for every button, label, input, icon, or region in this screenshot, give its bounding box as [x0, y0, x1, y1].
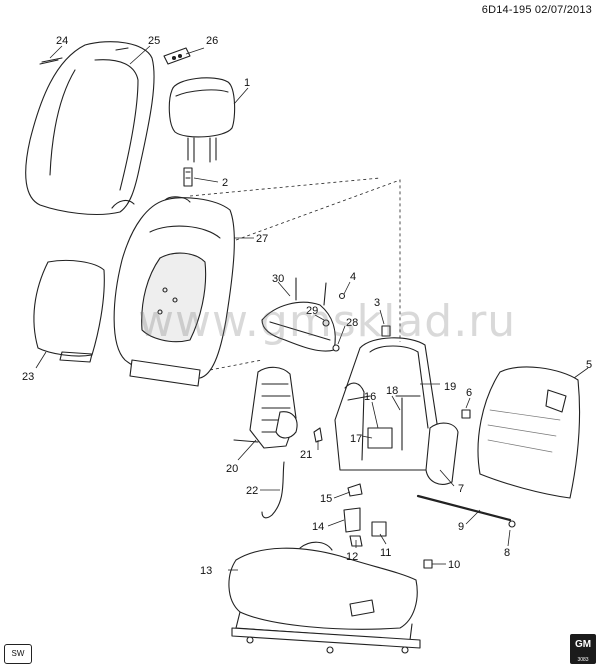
- callout-14: 14: [312, 521, 324, 533]
- callout-28: 28: [346, 317, 358, 329]
- callout-3: 3: [374, 297, 380, 309]
- callout-25: 25: [148, 35, 160, 47]
- callout-24: 24: [56, 35, 68, 47]
- wire-harness-22-part: [261, 461, 285, 519]
- callout-20: 20: [226, 463, 238, 475]
- watermark-text: www.gmsklad.ru: [138, 296, 517, 347]
- callout-12: 12: [346, 551, 358, 563]
- callout-2: 2: [222, 177, 228, 189]
- callout-16: 16: [364, 391, 376, 403]
- callout-29: 29: [306, 305, 318, 317]
- seatback-cover-part: [25, 41, 155, 216]
- callout-21: 21: [300, 449, 312, 461]
- callout-11: 11: [380, 547, 391, 559]
- gm-logo: GM 3083: [570, 634, 596, 664]
- strap-16-part: [367, 427, 393, 449]
- callout-4: 4: [350, 271, 356, 283]
- callout-9: 9: [458, 521, 464, 533]
- back-panel-part: [33, 259, 105, 363]
- retainer-clip-part: [163, 47, 191, 65]
- bushing-3-part: [381, 325, 391, 337]
- callout-1: 1: [244, 77, 250, 89]
- headrest-guide-part: [183, 167, 193, 187]
- callout-15: 15: [320, 493, 332, 505]
- seatback-pad-part: [113, 196, 235, 387]
- bolt-10-part: [423, 559, 433, 569]
- callout-10: 10: [448, 559, 460, 571]
- gm-logo-subtext: 3083: [577, 657, 589, 663]
- callout-30: 30: [272, 273, 284, 285]
- callout-27: 27: [256, 233, 268, 245]
- callout-6: 6: [466, 387, 472, 399]
- callout-23: 23: [22, 371, 34, 383]
- callout-22: 22: [246, 485, 258, 497]
- bolt-29-part: [322, 319, 330, 327]
- callout-8: 8: [504, 547, 510, 559]
- clip-6-part: [461, 409, 471, 419]
- gm-logo-text: GM: [574, 639, 592, 650]
- callout-17: 17: [350, 433, 362, 445]
- motor-14-part: [343, 507, 361, 533]
- nut-8-part: [508, 520, 516, 528]
- reference-lines: [189, 177, 401, 371]
- sw-badge: SW: [4, 644, 32, 664]
- seatback-frame-part: [334, 337, 439, 471]
- callout-labels: 1 2 3 4 5 6 7 8 9 10 11 12 13 14 15 16 1…: [22, 35, 592, 577]
- callout-19: 19: [444, 381, 456, 393]
- fastener-21-part: [313, 427, 323, 443]
- leader-lines: [35, 45, 589, 571]
- callout-26: 26: [206, 35, 218, 47]
- lumbar-assembly-part: [233, 366, 298, 449]
- callout-7: 7: [458, 483, 464, 495]
- diagram-id: 6D14-195 02/07/2013: [481, 4, 592, 16]
- bolt-28-part: [332, 344, 340, 352]
- pin-4-part: [338, 292, 346, 300]
- side-pad-part: [425, 422, 459, 485]
- seat-cushion-part: [228, 541, 421, 654]
- callout-18: 18: [386, 385, 398, 397]
- callout-5: 5: [586, 359, 592, 371]
- bracket-11-part: [371, 521, 387, 537]
- headrest-part: [168, 77, 236, 163]
- clip-strip-part: [39, 57, 63, 65]
- bracket-15-part: [347, 483, 363, 497]
- callout-13: 13: [200, 565, 212, 577]
- rod-9-part: [416, 494, 512, 522]
- back-cover-panel-part: [477, 366, 581, 499]
